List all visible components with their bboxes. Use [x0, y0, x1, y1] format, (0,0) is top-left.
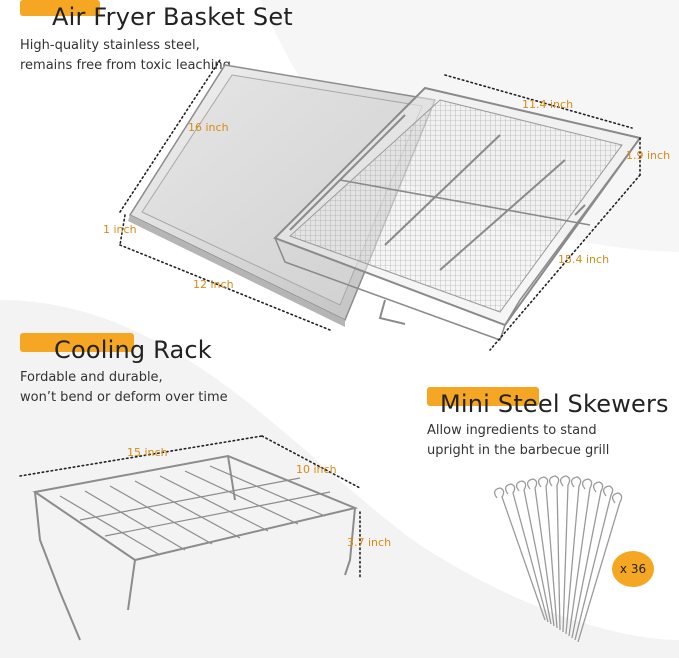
dimension-label-basket-height: 1.9 inch: [626, 149, 671, 162]
dimension-line: [119, 59, 221, 213]
dimension-label-tray-width: 12 inch: [193, 278, 234, 291]
dimension-line: [19, 435, 263, 477]
mesh-basket-icon: [273, 86, 642, 341]
dimension-label-rack-width: 10 inch: [296, 463, 337, 476]
section-title-skewers: Mini Steel Skewers: [440, 390, 669, 418]
dimension-line: [261, 435, 361, 489]
section-title-rack: Cooling Rack: [54, 336, 212, 364]
section-desc-rack-line2: won’t bend or deform over time: [20, 390, 228, 405]
dimension-line: [119, 244, 331, 331]
dimension-label-rack-height: 3.7 inch: [347, 536, 392, 549]
title-accent-tab: [427, 387, 539, 406]
skewer-count-label: x 36: [619, 562, 647, 576]
dimension-label-basket-length: 15.4 inch: [558, 253, 610, 266]
dimension-label-basket-width: 11.4 inch: [522, 98, 574, 111]
section-desc-basket-line1: High-quality stainless steel,: [20, 38, 200, 53]
title-accent-tab: [20, 333, 134, 352]
dimension-line: [119, 214, 126, 246]
section-title-basket: Air Fryer Basket Set: [52, 3, 293, 31]
dimension-line: [444, 74, 633, 129]
section-desc-skewers-line2: upright in the barbecue grill: [427, 443, 610, 458]
section-desc-skewers-line1: Allow ingredients to stand: [427, 423, 597, 438]
dimension-label-tray-length: 16 inch: [188, 121, 229, 134]
title-accent-tab: [20, 0, 100, 16]
section-desc-rack-line1: Fordable and durable,: [20, 370, 163, 385]
section-desc-basket-line2: remains free from toxic leaching: [20, 58, 231, 73]
cooling-rack-icon: [32, 454, 359, 641]
skewers-icon: [493, 475, 623, 643]
dimension-label-tray-height: 1 inch: [103, 223, 137, 236]
dimension-label-rack-length: 15 inch: [127, 446, 168, 459]
skewer-count-badge: x 36: [612, 551, 654, 587]
